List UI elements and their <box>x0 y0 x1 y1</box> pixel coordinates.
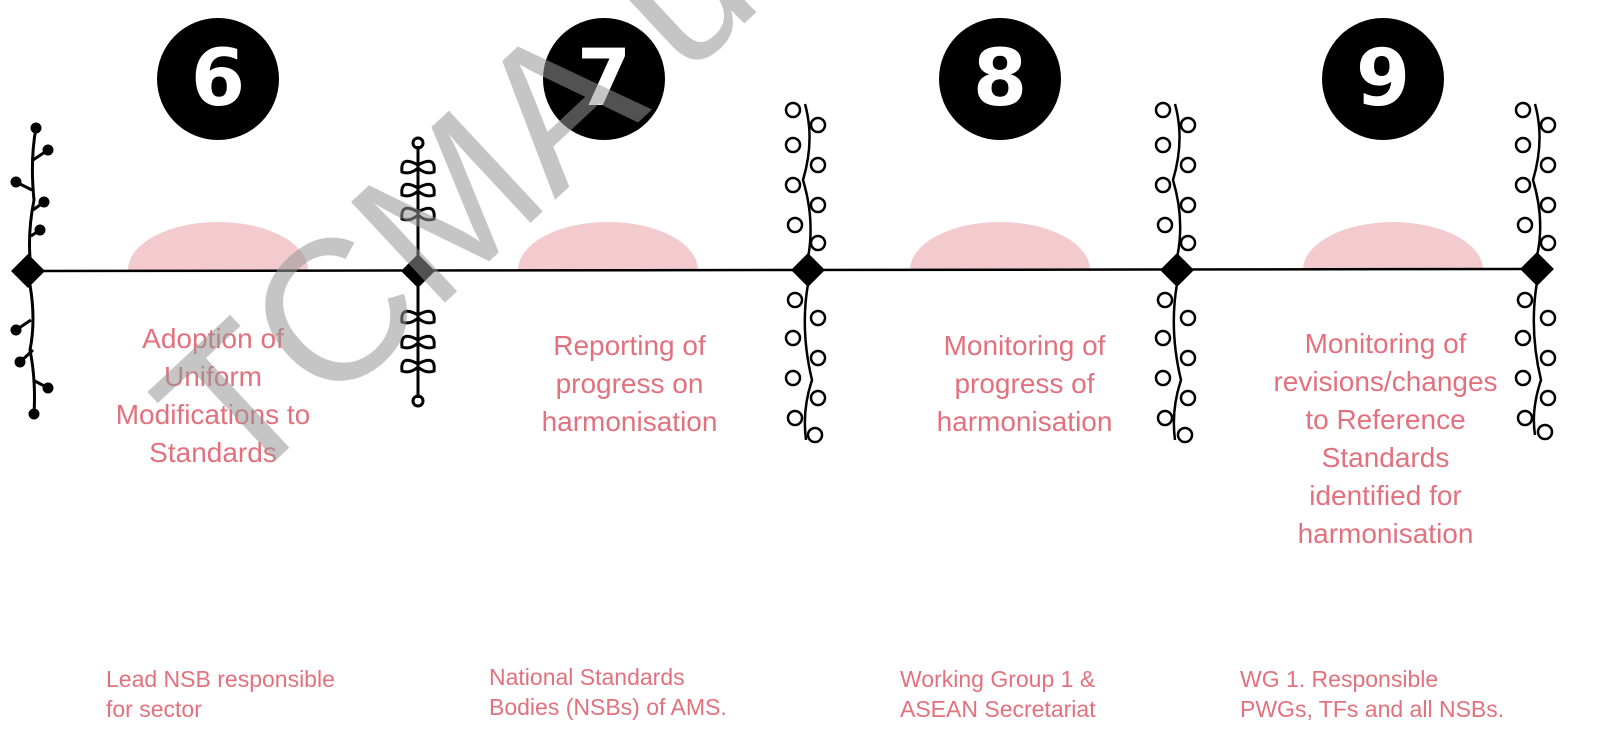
step-number: 7 <box>576 34 632 124</box>
step-title: Adoption of Uniform Modifications to Sta… <box>115 323 311 468</box>
curl-vine-icon <box>1514 101 1557 441</box>
diamond-marker <box>1520 252 1554 286</box>
leaf-sprig-icon <box>400 136 436 408</box>
curl-vine-icon <box>784 101 827 444</box>
arc-step-9 <box>1303 222 1483 270</box>
step-owner: WG 1. Responsible PWGs, TFs and all NSBs… <box>1240 666 1505 722</box>
step-owner: Lead NSB responsible for sector <box>106 666 335 722</box>
vine-sprig-icon <box>10 122 54 420</box>
arc-step-6 <box>128 222 308 270</box>
step-number: 9 <box>1355 34 1411 124</box>
diamond-marker <box>11 254 45 288</box>
step-number: 6 <box>190 34 246 124</box>
step-number-badge: 7 <box>543 18 665 140</box>
step-number: 8 <box>972 34 1028 124</box>
step-title: Reporting of progress on harmonisation <box>541 330 718 437</box>
step-number-badge: 8 <box>939 18 1061 140</box>
diamond-marker <box>791 253 825 287</box>
step-title: Monitoring of revisions/changes to Refer… <box>1273 328 1498 549</box>
timeline-line <box>27 267 1538 273</box>
curl-vine-icon <box>1154 101 1197 444</box>
step-number-badge: 6 <box>157 18 279 140</box>
arc-step-8 <box>910 222 1090 270</box>
diamond-marker <box>401 254 435 288</box>
step-owner: Working Group 1 & ASEAN Secretariat <box>900 666 1096 722</box>
step-owner: National Standards Bodies (NSBs) of AMS. <box>489 664 727 720</box>
step-title: Monitoring of progress of harmonisation <box>936 330 1113 437</box>
step-number-badge: 9 <box>1322 18 1444 140</box>
diamond-marker <box>1160 253 1194 287</box>
arc-step-7 <box>518 222 698 270</box>
